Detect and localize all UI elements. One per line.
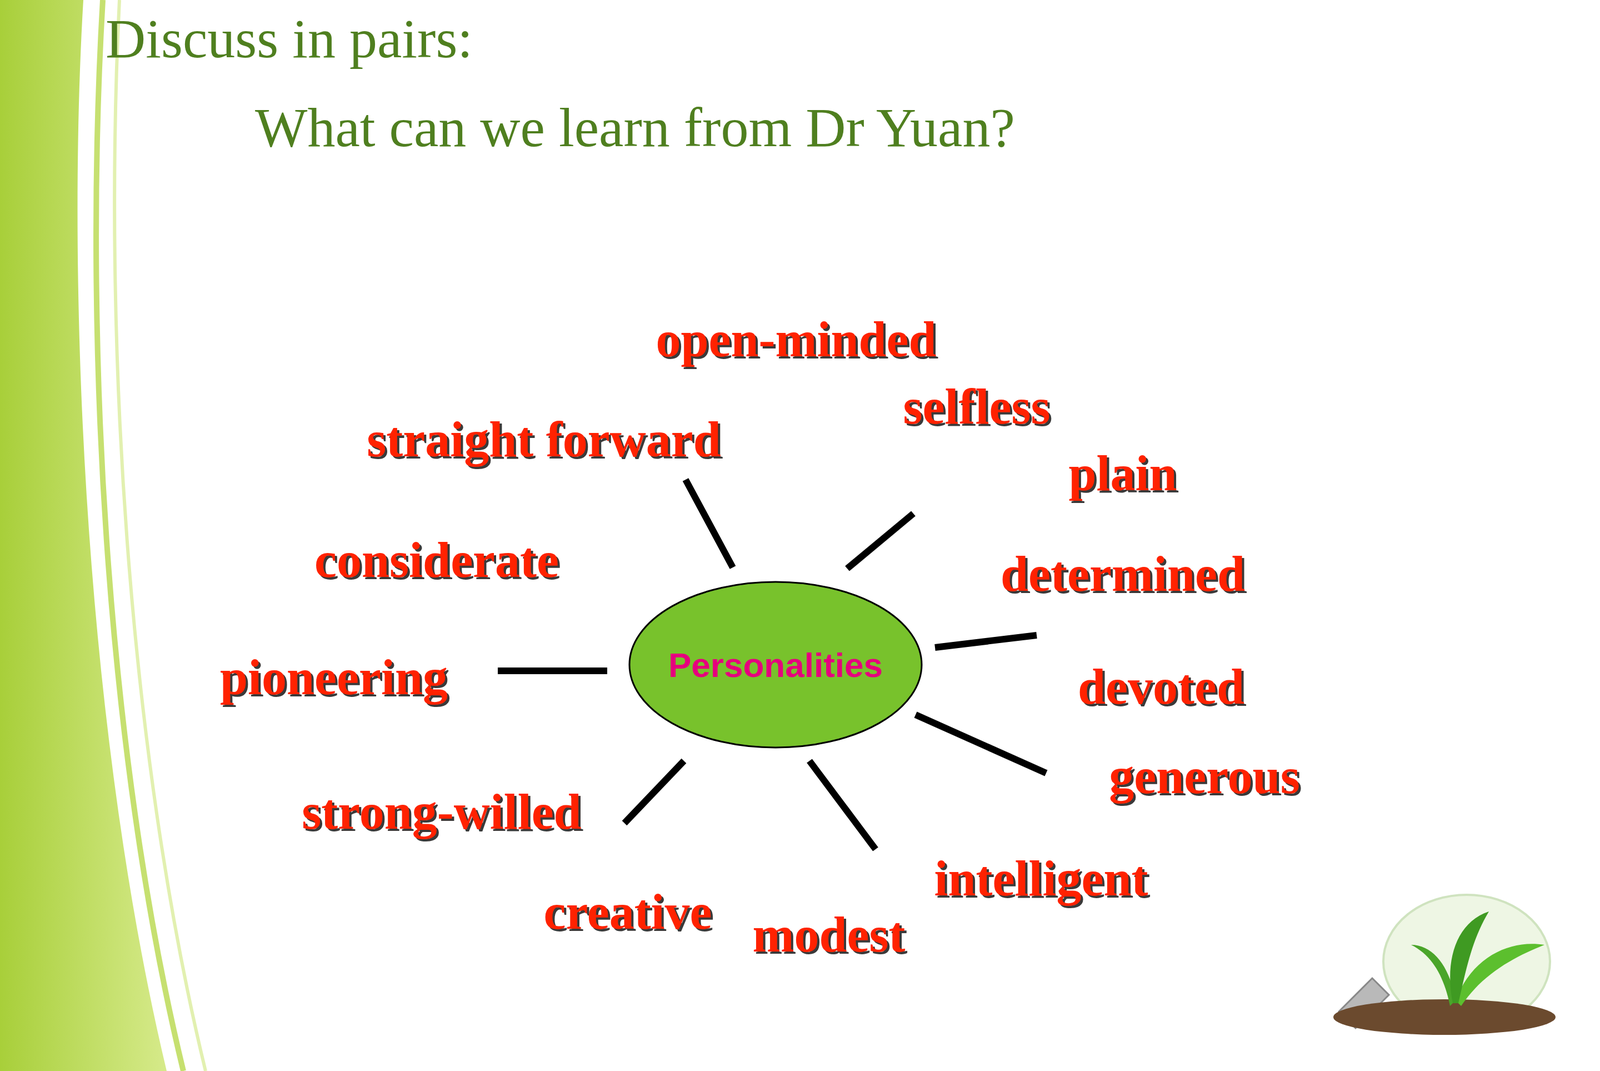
bulb-plant [1333,894,1556,1035]
trait-word: selfless [903,378,1051,434]
trait-word: modest [752,906,906,962]
title: Discuss in pairs: [105,0,473,82]
trait-word: creative [543,883,712,939]
node-label: Personalities [668,645,883,685]
side-curve [96,0,184,1071]
side-band [0,0,167,1071]
trait-word: generous [1108,748,1300,804]
side-curve [114,0,206,1071]
trait-word: considerate [314,532,559,588]
trait-word: strong-willed [301,783,582,839]
trait-word: pioneering [220,649,448,705]
question: What can we learn from Dr Yuan? [255,83,1311,173]
trait-word: intelligent [934,850,1149,906]
trait-word: straight forward [366,411,721,467]
trait-word: open-minded [655,311,937,367]
trait-word: devoted [1077,658,1245,714]
trait-word: plain [1068,445,1177,501]
ellipse-node: Personalities [627,580,924,749]
trait-word: determined [1000,546,1245,602]
